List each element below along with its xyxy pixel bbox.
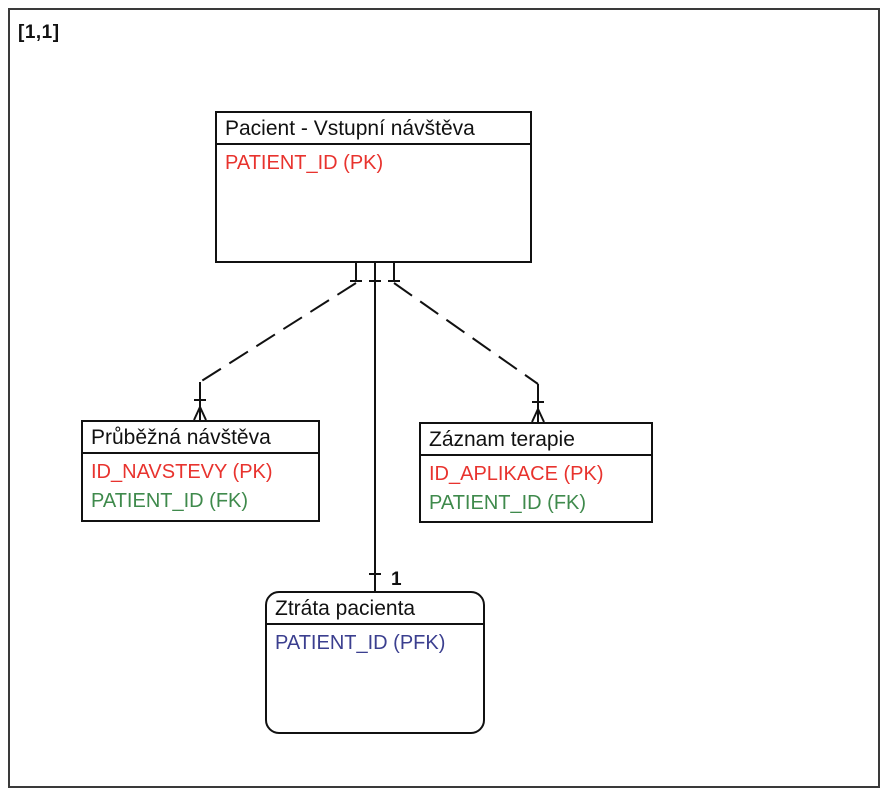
relationship-pacient-zaznam [388, 262, 545, 423]
entity-attributes: PATIENT_ID (PK) [217, 145, 530, 182]
entity-title: Záznam terapie [421, 424, 651, 456]
rel-crowfoot-right [537, 408, 545, 423]
rel-crowfoot-right [199, 406, 207, 421]
entity-title: Pacient - Vstupní návštěva [217, 113, 530, 145]
attribute-patient-id-fk: PATIENT_ID (FK) [91, 490, 249, 512]
rel-crowfoot-left [531, 408, 539, 423]
rel-dashed-line [393, 282, 539, 385]
attribute-patient-id-pfk: PATIENT_ID (PFK) [275, 632, 446, 654]
entity-attributes: ID_APLIKACE (PK) PATIENT_ID (FK) [421, 456, 651, 522]
frame-label: [1,1] [18, 22, 60, 43]
relationship-pacient-ztrata [369, 262, 381, 591]
entity-ztrata-pacienta[interactable]: Ztráta pacienta PATIENT_ID (PFK) [265, 591, 485, 734]
entity-zaznam-terapie[interactable]: Záznam terapie ID_APLIKACE (PK) PATIENT_… [419, 422, 653, 523]
entity-pacient-vstupni-navsteva[interactable]: Pacient - Vstupní návštěva PATIENT_ID (P… [215, 111, 532, 263]
entity-title: Ztráta pacienta [267, 593, 483, 625]
rel-crowfoot-left [193, 406, 201, 421]
attribute-patient-id-pk: PATIENT_ID (PK) [225, 152, 384, 174]
entity-prubezna-navsteva[interactable]: Průběžná návštěva ID_NAVSTEVY (PK) PATIE… [81, 420, 320, 522]
entity-title: Průběžná návštěva [83, 422, 318, 454]
ztrata-cardinality-label: 1 [391, 569, 402, 590]
attribute-id-navstevy-pk: ID_NAVSTEVY (PK) [91, 461, 273, 483]
attribute-id-aplikace-pk: ID_APLIKACE (PK) [429, 463, 604, 485]
attribute-patient-id-fk: PATIENT_ID (FK) [429, 492, 587, 514]
entity-attributes: ID_NAVSTEVY (PK) PATIENT_ID (FK) [83, 454, 318, 520]
entity-attributes: PATIENT_ID (PFK) [267, 625, 483, 662]
relationship-pacient-prubezna [193, 262, 362, 421]
rel-dashed-line [199, 282, 357, 383]
